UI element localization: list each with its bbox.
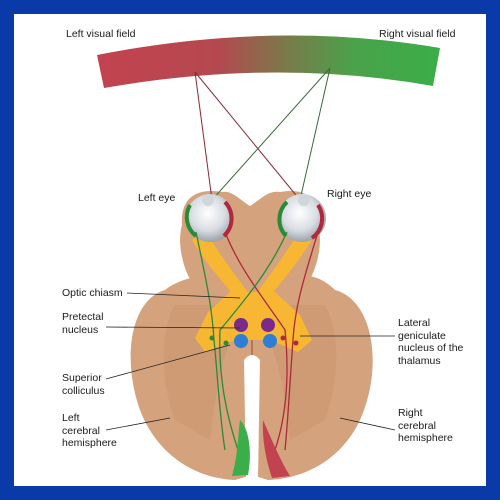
right-visual-cortex	[262, 420, 290, 478]
pretectal-nucleus-left	[234, 318, 248, 332]
left-visual-field-label: Left visual field	[66, 28, 136, 40]
left-cerebral-hemisphere-label: Left cerebral hemisphere	[62, 412, 117, 449]
right-eye-icon	[277, 194, 326, 242]
lgn-dot-right-b	[293, 340, 299, 346]
green-pathway	[195, 231, 288, 451]
optic-nerve-left	[192, 230, 250, 305]
superior-colliculus-right	[263, 334, 277, 348]
left-visual-cortex	[232, 420, 250, 476]
right-cerebral-hemisphere-label: Right cerebral hemisphere	[398, 407, 453, 444]
optic-chiasm-label: Optic chiasm	[62, 287, 123, 299]
optic-nerve-right	[255, 230, 312, 305]
visual-rays	[194, 67, 331, 201]
left-eye-icon	[184, 194, 234, 242]
lateral-geniculate-label: Lateral geniculate nucleus of the thalam…	[398, 317, 464, 367]
red-pathway	[224, 231, 319, 451]
lgn-dot-right-a	[280, 335, 286, 341]
diagram-panel: Left visual field Right visual field Lef…	[14, 14, 486, 486]
left-eye-label: Left eye	[138, 192, 176, 204]
superior-colliculus-left	[234, 334, 248, 348]
leader-lines	[105, 292, 396, 431]
lgn-dot-left-a	[209, 335, 215, 341]
right-visual-field-label: Right visual field	[379, 28, 456, 40]
pretectal-nucleus-label: Pretectal nucleus	[62, 311, 104, 336]
pretectal-nucleus-right	[261, 318, 275, 332]
lgn-dot-left-b	[223, 340, 229, 346]
visual-field-band	[97, 35, 440, 88]
superior-colliculus-label: Superior colliculus	[62, 372, 105, 397]
right-eye-label: Right eye	[327, 188, 372, 200]
visual-pathway-diagram	[97, 35, 440, 480]
